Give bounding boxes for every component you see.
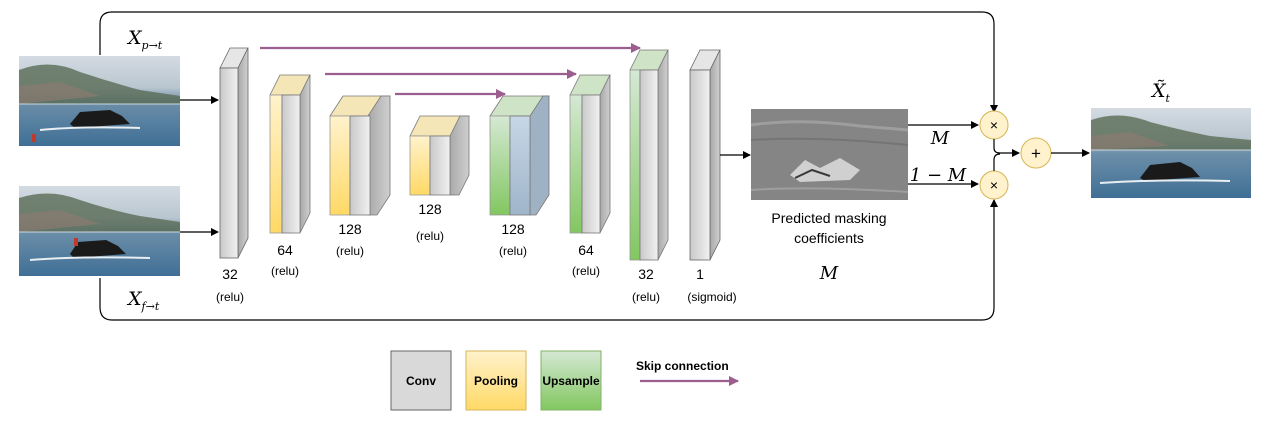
output-image xyxy=(1091,108,1251,198)
multiply-op-bottom: × xyxy=(979,170,1009,200)
layer-conv-32 xyxy=(219,47,249,259)
layer-pool-128a xyxy=(329,95,391,216)
mask-symbol: M xyxy=(819,263,839,284)
legend-pooling: Pooling xyxy=(465,350,527,411)
svg-text:Pooling: Pooling xyxy=(474,374,518,388)
layer-conv-1 xyxy=(689,49,721,261)
svg-text:Upsample: Upsample xyxy=(542,374,600,388)
layer-size-3: 128 xyxy=(338,221,362,237)
svg-text:Conv: Conv xyxy=(406,374,436,388)
layer-size-7: 32 xyxy=(638,266,654,282)
layer-activation-2: (relu) xyxy=(271,264,299,278)
legend-skip-connection: Skip connection xyxy=(636,359,739,386)
layer-activation-3: (relu) xyxy=(336,244,364,258)
svg-text:+: + xyxy=(1031,144,1041,163)
layer-up-32 xyxy=(629,49,669,261)
add-op: + xyxy=(1020,137,1052,169)
mask-image xyxy=(750,109,909,200)
layer-size-8: 1 xyxy=(696,266,704,282)
multiply-op-top: × xyxy=(979,110,1009,140)
svg-text:×: × xyxy=(990,177,998,193)
mask-caption-line2: coefficients xyxy=(794,230,864,246)
layer-activation-7: (relu) xyxy=(632,290,660,304)
layer-activation-1: (relu) xyxy=(216,290,244,304)
layer-activation-8: (sigmoid) xyxy=(687,290,736,304)
layer-size-2: 64 xyxy=(277,242,293,258)
layer-activation-5: (relu) xyxy=(499,244,527,258)
legend-conv: Conv xyxy=(390,350,452,411)
legend: Conv Pooling Upsample Skip connection xyxy=(390,350,739,411)
layer-up-128 xyxy=(489,95,550,216)
layer-size-6: 64 xyxy=(578,242,594,258)
input-label-future: Xf→t xyxy=(126,288,160,313)
layer-up-64 xyxy=(569,74,611,234)
layer-activation-4: (relu) xyxy=(416,229,444,243)
input-image-past xyxy=(19,56,180,146)
svg-text:×: × xyxy=(990,117,998,133)
layer-activation-6: (relu) xyxy=(572,264,600,278)
frame-bottom-line xyxy=(99,199,998,321)
input-label-past: Xp→t xyxy=(126,27,163,52)
line-multiply-bottom-to-add xyxy=(993,153,1001,171)
branch-label-m: M xyxy=(930,128,950,149)
layer-pool-64 xyxy=(269,74,311,234)
frame-top-line xyxy=(99,11,998,113)
layer-size-1: 32 xyxy=(222,266,238,282)
line-multiply-top-to-add xyxy=(993,139,1020,157)
input-image-future xyxy=(19,186,180,276)
mask-caption-line1: Predicted masking xyxy=(771,210,886,226)
layer-size-4: 128 xyxy=(418,201,442,217)
layer-pool-128b xyxy=(409,115,470,196)
svg-text:Skip connection: Skip connection xyxy=(636,359,729,373)
output-label: X̃t xyxy=(1150,80,1171,105)
layer-size-5: 128 xyxy=(501,221,525,237)
legend-upsample: Upsample xyxy=(540,350,602,411)
branch-label-one-minus-m: 1 − M xyxy=(910,165,967,186)
